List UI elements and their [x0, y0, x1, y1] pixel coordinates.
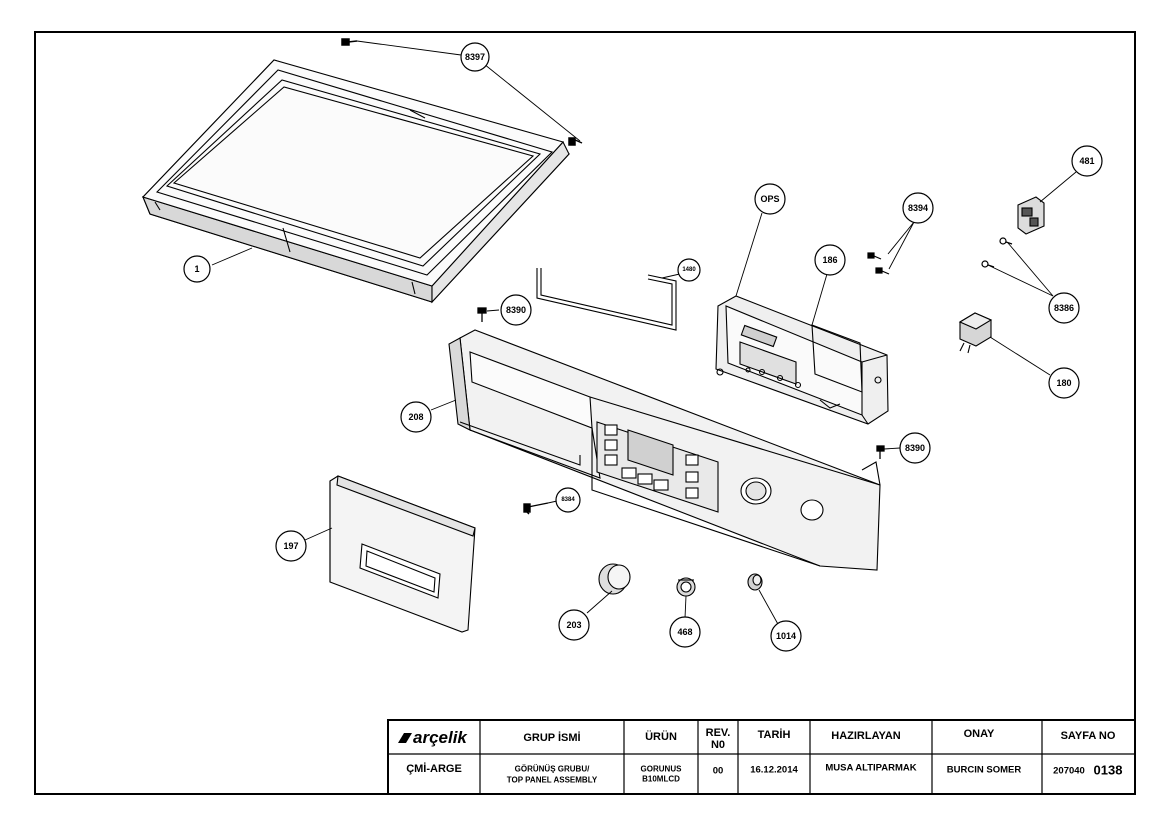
callout-481-label: 481 — [1079, 156, 1094, 166]
electronic-control-board — [715, 295, 889, 425]
callout-180-label: 180 — [1056, 378, 1071, 388]
callout-8384: 8384 — [555, 487, 581, 513]
value-group-line2: TOP PANEL ASSEMBLY — [507, 776, 598, 785]
header-rev-line2: N0 — [711, 739, 725, 751]
value-date: 16.12.2014 — [750, 765, 798, 776]
header-date: TARİH — [758, 728, 791, 741]
callout-468: 468 — [669, 616, 701, 648]
value-group-line1: GÖRÜNÜŞ GRUBU/ — [515, 765, 590, 774]
callout-8390-lower-label: 8390 — [905, 443, 925, 453]
callout-203: 203 — [558, 609, 590, 641]
callout-186-label: 186 — [822, 255, 837, 265]
value-prepared: MUSA ALTIPARMAK — [825, 763, 916, 774]
title-block: arçelik GRUP İSMİ ÜRÜN REV. N0 TARİH HAZ… — [387, 719, 1136, 795]
header-page: SAYFA NO — [1061, 730, 1116, 742]
top-panel-part — [141, 59, 570, 304]
knob-part-203 — [598, 563, 631, 595]
drawer-front-part-197 — [329, 475, 476, 633]
header-group: GRUP İSMİ — [523, 731, 580, 744]
callout-8386: 8386 — [1048, 292, 1080, 324]
header-prepared: HAZIRLAYAN — [831, 730, 901, 742]
callout-8390-upper: 8390 — [500, 294, 532, 326]
button-part-1014 — [747, 573, 763, 591]
screw-8397-right — [568, 137, 583, 146]
callout-1480: 1480 — [677, 258, 701, 282]
connector-part-481 — [1017, 196, 1045, 235]
callout-8384-label: 8384 — [561, 497, 575, 503]
callout-481: 481 — [1071, 145, 1103, 177]
callout-1-label: 1 — [194, 264, 199, 274]
screw-8397-top — [341, 38, 358, 46]
callout-1014-label: 1014 — [776, 631, 796, 641]
callout-8390-lower: 8390 — [899, 432, 931, 464]
callout-8390-upper-label: 8390 — [506, 305, 526, 315]
callout-197-label: 197 — [283, 541, 298, 551]
callout-8397-label: 8397 — [465, 52, 485, 62]
value-page-prefix: 207040 — [1053, 766, 1085, 777]
callout-203-label: 203 — [566, 620, 581, 630]
callout-8386-label: 8386 — [1054, 303, 1074, 313]
callout-197: 197 — [275, 530, 307, 562]
bracket-part-468 — [676, 577, 696, 597]
header-product: ÜRÜN — [645, 730, 677, 743]
leader-lines — [211, 40, 1077, 627]
arcelik-logo: arçelik — [398, 728, 468, 747]
callout-468-label: 468 — [677, 627, 692, 637]
screw-8390-lower — [876, 445, 885, 459]
callout-1: 1 — [183, 255, 211, 283]
callout-8394: 8394 — [902, 192, 934, 224]
header-approval: ONAY — [964, 728, 995, 740]
screws-8394 — [867, 252, 890, 275]
callout-8394-label: 8394 — [908, 203, 928, 213]
screw-8384 — [523, 502, 549, 515]
screw-8390-upper — [477, 307, 487, 322]
header-rev-line1: REV. — [706, 727, 731, 739]
value-approval: BURCIN SOMER — [947, 765, 1022, 776]
callout-180: 180 — [1048, 367, 1080, 399]
callout-ops: OPS — [754, 183, 786, 215]
value-product-line2: B10MLCD — [642, 775, 680, 784]
rod-part-1480 — [536, 268, 677, 331]
callout-208-label: 208 — [408, 412, 423, 422]
screws-8386 — [981, 237, 1013, 268]
switch-part-180 — [958, 312, 993, 354]
brand-text: arçelik — [413, 728, 468, 747]
value-rev: 00 — [713, 766, 724, 777]
control-panel-part-208 — [448, 329, 881, 571]
callout-1480-label: 1480 — [682, 267, 696, 273]
callout-208: 208 — [400, 401, 432, 433]
callout-ops-label: OPS — [760, 194, 779, 204]
value-product-line1: GORUNUS — [641, 765, 683, 774]
callout-1014: 1014 — [770, 620, 802, 652]
value-page-number: 0138 — [1094, 763, 1123, 778]
value-department: ÇMİ-ARGE — [406, 762, 462, 775]
callout-186: 186 — [814, 244, 846, 276]
callout-8397: 8397 — [460, 42, 490, 72]
